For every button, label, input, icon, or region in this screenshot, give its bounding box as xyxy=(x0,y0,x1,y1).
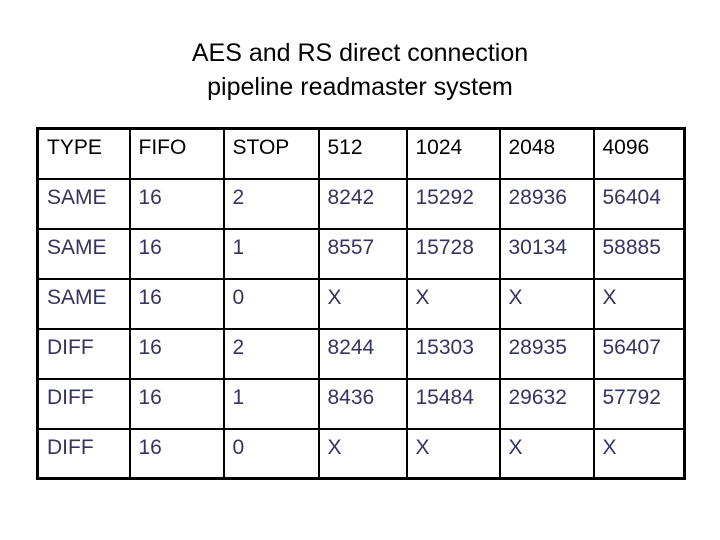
table-cell: 56407 xyxy=(592,327,686,380)
table-cell: X xyxy=(498,427,595,480)
table-cell: 16 xyxy=(128,427,225,480)
table-cell: DIFF xyxy=(36,427,131,480)
table-cell: SAME xyxy=(36,177,131,230)
table-cell: 8557 xyxy=(317,227,408,280)
table-cell: 15292 xyxy=(405,177,501,230)
table-cell: 16 xyxy=(128,377,225,430)
results-table: TYPE FIFO STOP 512 1024 2048 4096 SAME 1… xyxy=(36,127,686,480)
table-row: DIFF 16 2 8244 15303 28935 56407 xyxy=(36,327,686,380)
header-cell-2048: 2048 xyxy=(498,127,595,180)
table-cell: 56404 xyxy=(592,177,686,230)
table-cell: SAME xyxy=(36,277,131,330)
table-header-row: TYPE FIFO STOP 512 1024 2048 4096 xyxy=(36,127,686,180)
table-cell: 2 xyxy=(222,177,320,230)
table-cell: 8244 xyxy=(317,327,408,380)
table-row: SAME 16 2 8242 15292 28936 56404 xyxy=(36,177,686,230)
table-cell: 15484 xyxy=(405,377,501,430)
table-cell: 58885 xyxy=(592,227,686,280)
page-title-line-1: AES and RS direct connection xyxy=(191,39,529,67)
table-cell: X xyxy=(405,277,501,330)
table-cell: 28935 xyxy=(498,327,595,380)
table-cell: 16 xyxy=(128,227,225,280)
table-cell: 1 xyxy=(222,227,320,280)
table-cell: X xyxy=(498,277,595,330)
table-cell: 2 xyxy=(222,327,320,380)
header-cell-4096: 4096 xyxy=(592,127,686,180)
header-cell-512: 512 xyxy=(317,127,408,180)
table-cell: X xyxy=(592,427,686,480)
table-cell: 57792 xyxy=(592,377,686,430)
table-cell: 16 xyxy=(128,277,225,330)
table-row: SAME 16 1 8557 15728 30134 58885 xyxy=(36,227,686,280)
table-cell: 28936 xyxy=(498,177,595,230)
table-cell: 15303 xyxy=(405,327,501,380)
table-cell: X xyxy=(317,427,408,480)
table-cell: 8242 xyxy=(317,177,408,230)
page-title: AES and RS direct connection pipeline rea… xyxy=(0,36,720,104)
table-cell: DIFF xyxy=(36,327,131,380)
header-cell-1024: 1024 xyxy=(405,127,501,180)
table-cell: 15728 xyxy=(405,227,501,280)
table-cell: X xyxy=(592,277,686,330)
page-title-line-2: pipeline readmaster system xyxy=(207,73,513,101)
table-cell: 0 xyxy=(222,277,320,330)
table-cell: 29632 xyxy=(498,377,595,430)
table-row: DIFF 16 0 X X X X xyxy=(36,427,686,480)
table-cell: 1 xyxy=(222,377,320,430)
table-cell: 8436 xyxy=(317,377,408,430)
table-cell: SAME xyxy=(36,227,131,280)
table-row: DIFF 16 1 8436 15484 29632 57792 xyxy=(36,377,686,430)
header-cell-fifo: FIFO xyxy=(128,127,225,180)
table-cell: 16 xyxy=(128,327,225,380)
table-row: SAME 16 0 X X X X xyxy=(36,277,686,330)
table-cell: 30134 xyxy=(498,227,595,280)
table-cell: 0 xyxy=(222,427,320,480)
table-cell: X xyxy=(317,277,408,330)
table-cell: DIFF xyxy=(36,377,131,430)
header-cell-stop: STOP xyxy=(222,127,320,180)
table-cell: X xyxy=(405,427,501,480)
header-cell-type: TYPE xyxy=(36,127,131,180)
table-cell: 16 xyxy=(128,177,225,230)
